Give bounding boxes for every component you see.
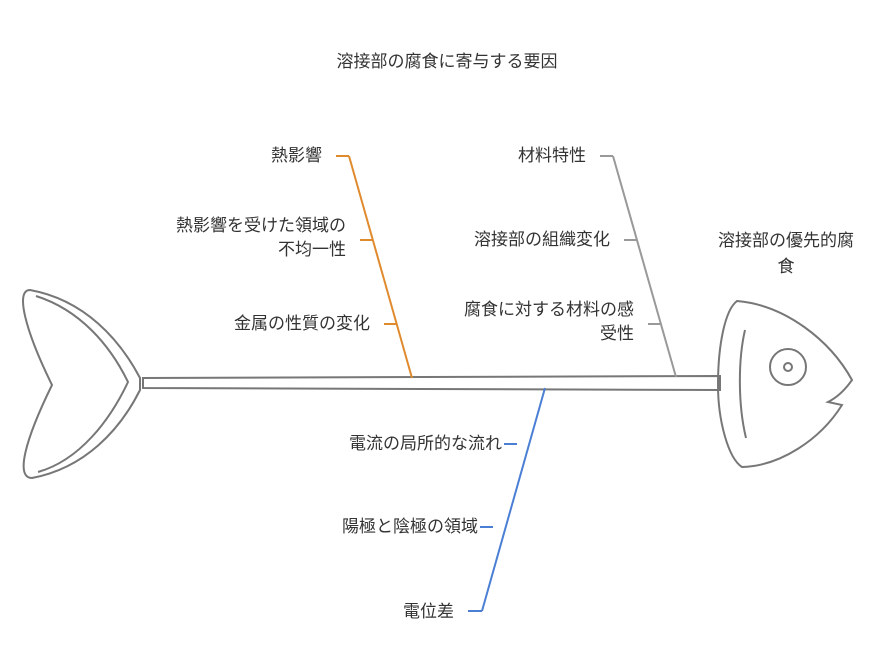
fish-head <box>716 299 854 469</box>
fish-gill <box>738 329 747 439</box>
cause-potential-2: 陽極と陰極の領域 <box>342 517 478 537</box>
fish-eye-outer <box>769 348 807 386</box>
category-potential: 電位差 <box>403 602 454 622</box>
cause-material-2: 腐食に対する材料の感 受性 <box>464 300 634 344</box>
cause-potential-1: 電流の局所的な流れ <box>349 434 502 454</box>
effect-label: 溶接部の優先的腐 食 <box>718 231 854 277</box>
cause-heat-1: 熱影響を受けた領域の 不均一性 <box>176 216 346 260</box>
bone-heat <box>348 155 413 379</box>
bone-potential <box>481 387 546 612</box>
fish-tail <box>22 288 141 480</box>
cause-material-1: 溶接部の組織変化 <box>474 230 610 250</box>
diagram-title: 溶接部の腐食に寄与する要因 <box>336 52 558 72</box>
category-heat: 熱影響 <box>271 146 322 166</box>
fish-eye-inner <box>783 362 793 372</box>
cause-heat-2: 金属の性質の変化 <box>234 314 370 334</box>
category-material: 材料特性 <box>518 146 586 166</box>
fish-spine <box>142 374 721 392</box>
fish-tail-inner <box>35 295 130 473</box>
bone-material <box>612 155 677 378</box>
